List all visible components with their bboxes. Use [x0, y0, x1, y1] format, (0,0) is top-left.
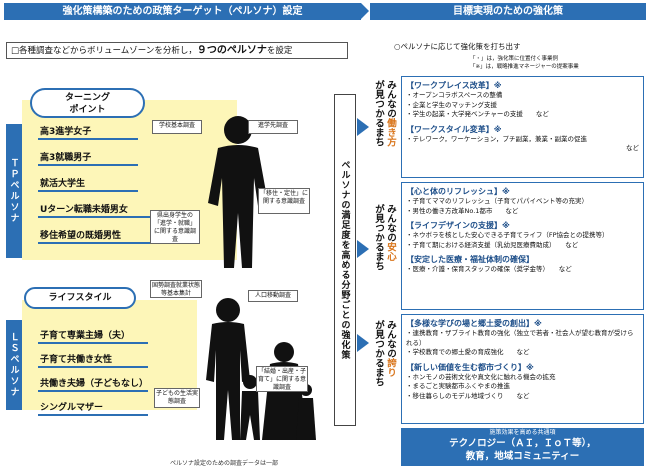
panel-2-title-3: 【安定した医療・福祉体制の確保】: [406, 255, 534, 264]
panel-1-item: ・企業と学生のマッチング支援: [406, 100, 497, 109]
panel-3-item: ・ホンモノの芸術文化や真文化に触れる機会の拡充: [406, 372, 556, 381]
target-3-post: が見つかるまち: [373, 320, 384, 387]
panel-2-item: ・子育てママのリフレッシュ（子育てパパイベント等の充実）: [406, 197, 588, 205]
target-3-highlight: 誇り: [385, 358, 396, 377]
header-arrow: [361, 3, 369, 19]
persona-tp-5: 移住希望の既婚男性: [38, 230, 153, 244]
right-intro: ○ペルソナに応じて強化策を打ち出す: [394, 42, 521, 51]
note-text: 各種調査などからボリュームゾーンを分析し，: [19, 46, 197, 56]
panel-2-item: ・男性の働き方改革No.1都市 など: [406, 206, 519, 215]
right-header-text: 目標実現のための強化策: [453, 6, 563, 17]
panel-2-title-2: 【ライフデザインの支援】※: [406, 221, 510, 230]
persona-ls-2: 子育て共働き女性: [38, 354, 148, 368]
persona-tp-1: 高3進学女子: [38, 126, 138, 140]
callout-destination-survey: 進学先調査: [248, 120, 298, 134]
persona-ls-4: シングルマザー: [38, 402, 148, 416]
note-bold-text: ９つのペルソナ: [196, 45, 267, 56]
persona-tp-2: 高3就職男子: [38, 152, 138, 166]
right-header: 目標実現のための強化策: [370, 3, 646, 20]
legend-line-2: 「※」は，戦略推進マネージャーの提案事業: [470, 64, 579, 70]
panel-1-item: ・テレワーク，ワーケーション，プチ副業，兼業・副業の促進: [406, 134, 587, 143]
callout-population-survey: 人口移動調査: [248, 290, 298, 302]
target-workstyle: みんなの働き方 が見つかるまち: [372, 80, 396, 180]
caption: ペルソナ設定のための調査データは一部: [170, 460, 279, 467]
panel-3-title-1: 【多様な学びの場と郷土愛の創出】※: [406, 319, 542, 328]
right-legend: 「・」は，強化策に位置付く事業例 「※」は，戦略推進マネージャーの提案事業: [470, 55, 579, 71]
target-2-post: が見つかるまち: [373, 204, 384, 271]
lifestyle-oval: ライフスタイル: [24, 287, 136, 309]
common-factors-heading: 施策効果を高める共通項: [489, 429, 556, 436]
persona-ls-1: 子育て専業主婦（夫）: [38, 330, 148, 344]
target-pride: みんなの誇り が見つかるまち: [372, 320, 396, 420]
left-header: 強化策構築のための政策ターゲット（ペルソナ）設定: [4, 3, 361, 20]
arrow-right-icon: [357, 118, 369, 136]
turning-point-oval: ターニング ポイント: [30, 88, 145, 118]
persona-ls-3: 共働き夫婦（子どもなし）: [38, 378, 148, 392]
panel-2-item: ・医療・介護・保育スタッフの確保（奨学金等） など: [406, 265, 572, 273]
legend-line-1: 「・」は，強化策に位置付く事業例: [470, 56, 559, 62]
center-band: ペルソナの満足度を高める分野ごとの強化策: [334, 94, 356, 426]
callout-school-survey: 学校基本調査: [152, 120, 202, 134]
panel-3-title-2: 【新しい価値を生む都市づくり】※: [406, 362, 534, 372]
common-factors-box: 施策効果を高める共通項 テクノロジー（ＡＩ，ＩｏＴ等）， 教育，地域コミュニティ…: [401, 428, 644, 466]
target-1-pre: みんなの: [385, 80, 396, 118]
target-1-post: が見つかるまち: [373, 80, 384, 147]
panel-3-item: ・学校教育での郷土愛の育成強化 など: [406, 348, 530, 356]
student-silhouette-icon: [208, 116, 268, 268]
panel-1-item: ・学生の起業・大学発ベンチャーの支援 など: [406, 110, 549, 118]
persona-tp-4: Uターン転職未婚男女: [38, 204, 153, 218]
note-box: □各種調査などからボリュームゾーンを分析し，９つのペルソナを設定: [6, 42, 348, 59]
panel-3-item: ・連携教育・ザブライト教育の強化（独立で若者・社会人が望む教育が受けられる）: [406, 329, 634, 347]
note-checkbox-icon: □: [11, 46, 20, 56]
panel-workstyle: 【ワークプレイス改革】※ ・オープンコラボスペースの整備 ・企業と学生のマッチン…: [401, 76, 644, 178]
family-silhouette-icon: [206, 298, 316, 440]
tp-band-label: ＴＰペルソナ: [8, 158, 19, 224]
panel-2-item: ・ネウボラを核とした安心できる子育てライフ（FP協会との提携等）: [406, 231, 609, 239]
panel-1-title-2: 【ワークスタイル変革】※: [406, 124, 502, 134]
target-2-pre: みんなの: [385, 204, 396, 242]
panel-2-title-1: 【心と体のリフレッシュ】※: [406, 187, 510, 196]
callout-student-survey: 県出身学生の「進学・就職」に関する意識調査: [150, 210, 200, 244]
callout-marriage-survey: 「結婚・出産・子育て」に関する意識調査: [256, 366, 308, 392]
callout-migration-survey: 「移住・定住」に関する意識調査: [258, 188, 310, 214]
arrow-right-icon: [357, 334, 369, 352]
arrow-right-icon: [357, 240, 369, 258]
note-tail-text: を設定: [266, 46, 293, 56]
panel-pride: 【多様な学びの場と郷土愛の創出】※ ・連携教育・ザブライト教育の強化（独立で若者…: [401, 314, 644, 424]
panel-1-item: など: [619, 144, 639, 152]
panel-3-item: ・移住暮らしのモデル地域づくり など: [406, 391, 530, 400]
center-band-text: ペルソナの満足度を高める分野ごとの強化策: [339, 160, 350, 360]
panel-1-item: ・オープンコラボスペースの整備: [406, 91, 503, 99]
target-3-pre: みんなの: [385, 320, 396, 358]
tp-persona-band: ＴＰペルソナ: [6, 124, 22, 258]
panel-safety: 【心と体のリフレッシュ】※ ・子育てママのリフレッシュ（子育てパパイベント等の充…: [401, 182, 644, 310]
target-1-highlight: 働き方: [385, 118, 396, 147]
ls-persona-band: ＬＳペルソナ: [6, 320, 22, 410]
callout-child-life-survey: 子どもの生活実態調査: [154, 388, 200, 408]
common-factors-line-1: テクノロジー（ＡＩ，ＩｏＴ等），: [449, 438, 596, 449]
panel-1-title-1: 【ワークプレイス改革】※: [406, 81, 502, 90]
panel-2-item: ・子育て期における経済支援（乳幼児医療費助成） など: [406, 240, 579, 249]
target-safety: みんなの安心 が見つかるまち: [372, 204, 396, 304]
callout-census: 国勢調査就業状態等基本集計: [150, 280, 202, 298]
common-factors-line-2: 教育，地域コミュニティー: [465, 451, 580, 462]
target-2-highlight: 安心: [385, 242, 396, 261]
panel-3-item: ・まるごと実験都市ふくやまの推進: [406, 382, 510, 390]
ls-band-label: ＬＳペルソナ: [8, 332, 19, 398]
persona-tp-3: 就活大学生: [38, 178, 138, 192]
left-header-text: 強化策構築のための政策ターゲット（ペルソナ）設定: [62, 6, 303, 17]
